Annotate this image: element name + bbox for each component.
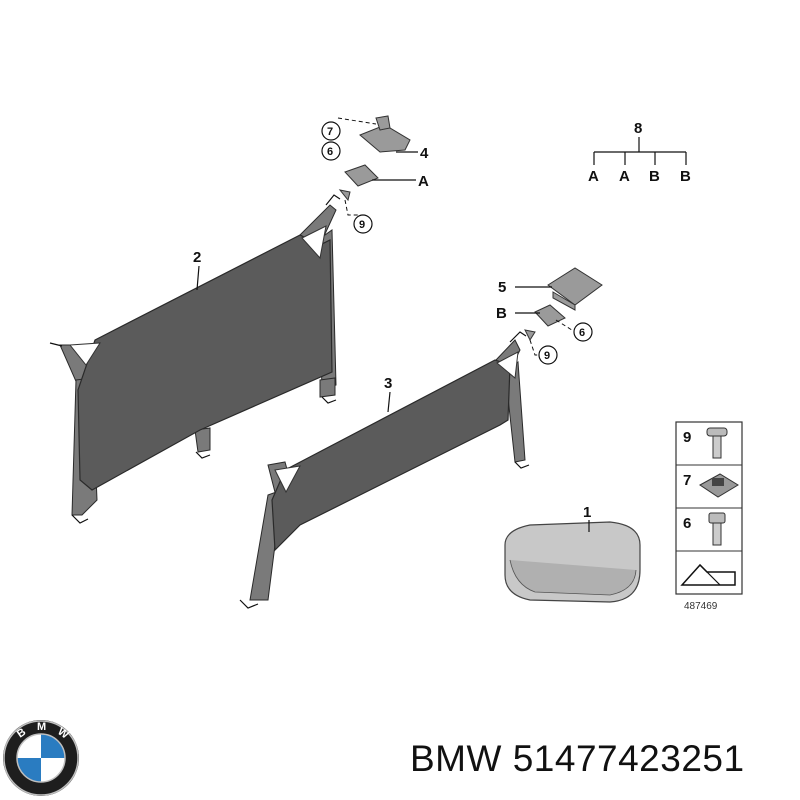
legend-row-6-label: 6 bbox=[683, 515, 691, 532]
kit-tree: 8 A A B B bbox=[588, 120, 691, 185]
dash-top-7 bbox=[337, 117, 377, 125]
cargo-net-large bbox=[49, 194, 341, 524]
leader-part-2 bbox=[196, 265, 200, 291]
legend-row-7-label: 7 bbox=[683, 472, 691, 489]
clip-nut-icon bbox=[699, 473, 739, 498]
bolt-icon bbox=[708, 512, 726, 546]
part-caption: BMW 51477423251 bbox=[410, 738, 790, 788]
callout-9-top-text: 9 bbox=[359, 219, 365, 231]
tree-leaf-1: A bbox=[588, 168, 599, 185]
leader-part-3 bbox=[387, 391, 391, 413]
caption-brand: BMW bbox=[410, 738, 502, 779]
storage-pad bbox=[504, 521, 641, 603]
callout-6-right-text: 6 bbox=[579, 327, 585, 339]
dash-right-6 bbox=[555, 319, 576, 333]
legend-row-9-label: 9 bbox=[683, 429, 691, 446]
callout-circle-9-top bbox=[353, 214, 373, 234]
callout-7-text: 7 bbox=[327, 126, 333, 138]
label-B: B bbox=[496, 305, 507, 322]
callout-9-right-text: 9 bbox=[544, 350, 550, 362]
diagram-number: 487469 bbox=[684, 601, 718, 612]
callout-circle-6-top bbox=[321, 141, 341, 161]
legend-table: 9 7 6 bbox=[675, 421, 743, 595]
label-part-1: 1 bbox=[583, 504, 591, 521]
top-bracket-assembly bbox=[338, 115, 411, 202]
callout-circle-9-right bbox=[538, 345, 558, 365]
dash-top-9 bbox=[344, 199, 362, 216]
callout-circle-6-right bbox=[573, 322, 593, 342]
cargo-net-small bbox=[239, 331, 530, 609]
label-part-4: 4 bbox=[420, 145, 429, 162]
caption-part-number: 51477423251 bbox=[512, 738, 745, 779]
tree-root-8: 8 bbox=[634, 120, 642, 137]
label-part-2: 2 bbox=[193, 249, 201, 266]
callout-circle-7 bbox=[321, 121, 341, 141]
label-part-5: 5 bbox=[498, 279, 506, 296]
label-A: A bbox=[418, 173, 429, 190]
screw-icon bbox=[706, 427, 728, 459]
tree-leaf-3: B bbox=[649, 168, 660, 185]
bmw-logo: B M W bbox=[3, 720, 79, 796]
tree-leaf-2: A bbox=[619, 168, 630, 185]
tree-leaf-4: B bbox=[680, 168, 691, 185]
label-part-3: 3 bbox=[384, 375, 392, 392]
callout-6-top-text: 6 bbox=[327, 146, 333, 158]
svg-text:M: M bbox=[37, 721, 46, 733]
direction-arrow-icon bbox=[680, 563, 736, 586]
